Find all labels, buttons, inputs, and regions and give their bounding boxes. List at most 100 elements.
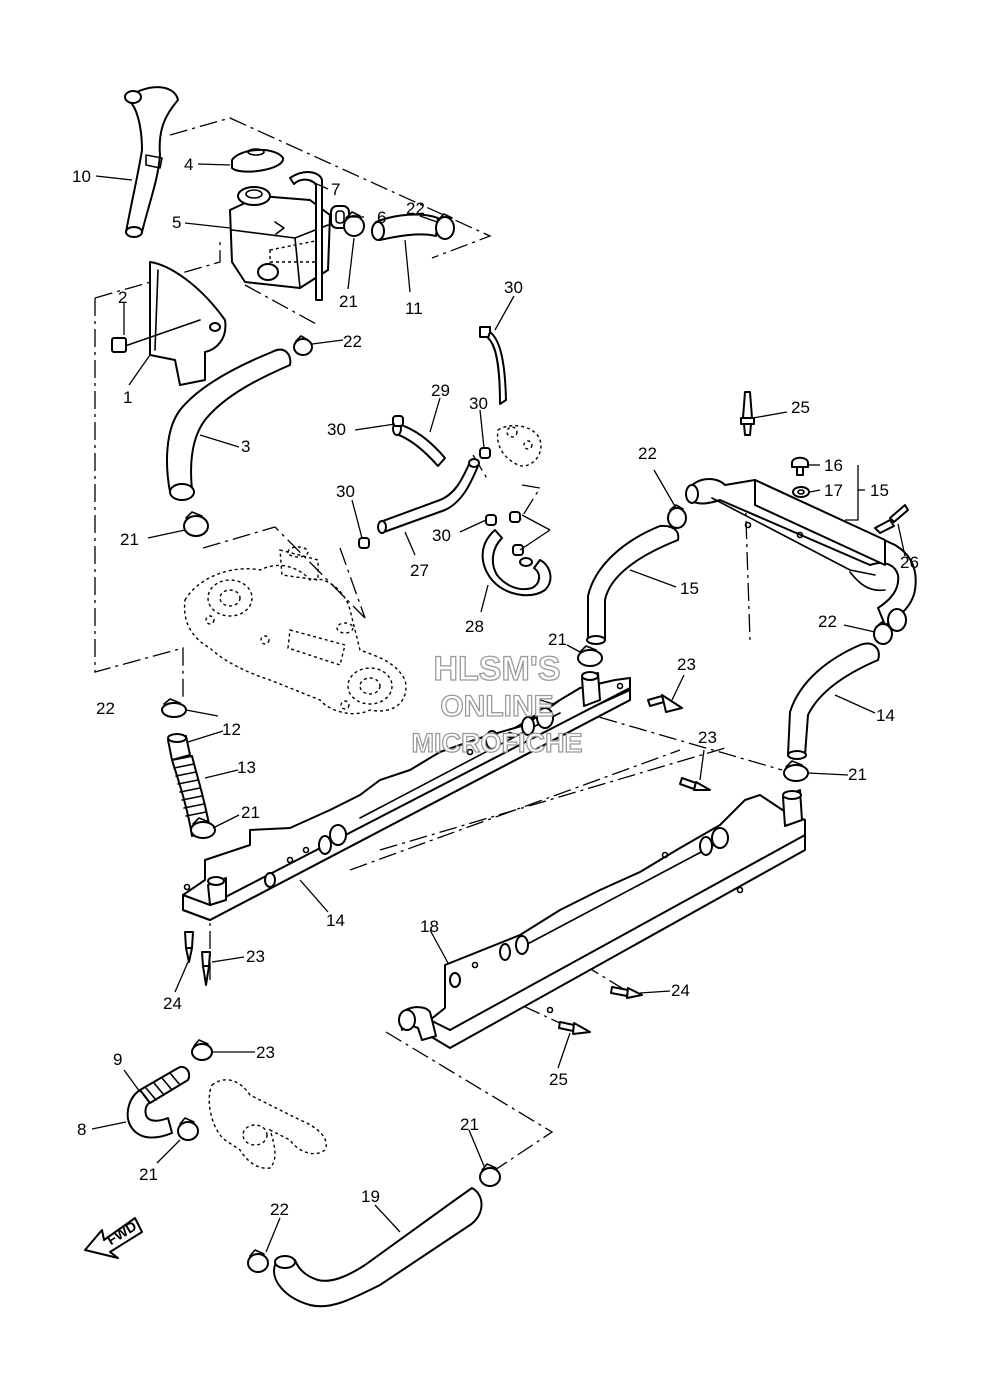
hose-clamp-22-top [435, 213, 455, 240]
callout-21-mid: 21 [548, 630, 567, 649]
callout-15-upper: 15 [680, 579, 699, 598]
fwd-direction-arrow: FWD [84, 1217, 143, 1259]
watermark-line-3: MICROFICHE [412, 728, 583, 758]
callout-21-right: 21 [848, 765, 867, 784]
callout-20: 19 [361, 1187, 380, 1206]
hose-clamp-21-bottom-end [247, 1249, 269, 1273]
hose-clamp-22-mid [293, 335, 313, 356]
elbow-reference-dotted [208, 1079, 327, 1169]
callout-30-b: 30 [469, 394, 488, 413]
rivet-23-mid [679, 777, 711, 791]
callout-26: 27 [410, 561, 429, 580]
callout-5: 5 [172, 213, 181, 232]
heat-exchanger-14 [182, 671, 631, 921]
hose-15-upper [586, 524, 680, 645]
rivet-24-lower [558, 1021, 591, 1035]
callout-19: 18 [420, 917, 439, 936]
rivet-23-left [184, 931, 194, 963]
hose-clamp-21-left-lower [190, 817, 216, 839]
callout-2: 2 [118, 288, 127, 307]
hose-12 [167, 733, 191, 761]
hose-clamp-21-right [783, 760, 809, 782]
heat-exchanger-19 [398, 789, 806, 1049]
watermark: HLSM'S ONLINE MICROFICHE [411, 649, 583, 758]
hose-clamp-22-left [161, 698, 187, 718]
hose-9 [139, 1066, 191, 1104]
callout-22-mid: 22 [343, 332, 362, 351]
cable-tie-29 [479, 326, 507, 405]
hose-3 [166, 348, 292, 501]
assembly-reference-lines [94, 117, 783, 1179]
hose-clamp-22-bottom [191, 1039, 213, 1061]
callout-23-upper: 23 [677, 655, 696, 674]
callout-7: 7 [331, 180, 340, 199]
callout-10: 10 [72, 167, 91, 186]
washer-18 [792, 486, 810, 498]
small-hose-28 [392, 422, 446, 467]
hose-26 [377, 458, 480, 534]
callout-21-bottom-end: 22 [270, 1200, 289, 1219]
callout-24-lower: 25 [549, 1070, 568, 1089]
callout-18: 17 [824, 481, 843, 500]
callout-4: 4 [184, 155, 193, 174]
callout-21-top: 21 [339, 292, 358, 311]
callout-22-right-top: 22 [638, 444, 657, 463]
rivet-24-right [610, 986, 643, 999]
hose-15-lower [787, 642, 880, 760]
callout-24-right: 24 [671, 981, 690, 1000]
hose-clamp-22-right-top [667, 504, 687, 529]
rivet-23-lower [201, 951, 211, 986]
reservoir-cap-4 [231, 148, 284, 173]
callout-numbers: 10 4 5 7 6 22 21 11 2 1 22 3 21 30 29 30… [72, 155, 919, 1219]
callout-23-mid: 23 [698, 728, 717, 747]
rivet-25-vertical [740, 391, 755, 436]
watermark-line-1: HLSM'S [433, 650, 560, 688]
callout-13: 13 [237, 758, 256, 777]
hose-clamp-22-right [873, 621, 893, 645]
callout-11: 11 [405, 299, 423, 318]
callout-22-right: 22 [818, 612, 837, 631]
hose-clamp-21-top [343, 211, 365, 237]
hose-27 [481, 529, 552, 597]
callout-21-bottom-mid: 21 [460, 1115, 479, 1134]
callout-21-bottom-left: 21 [139, 1165, 158, 1184]
rivet-25-diagonal [874, 504, 909, 534]
callout-14: 14 [326, 911, 345, 930]
screw-17 [791, 456, 809, 476]
callout-21-left: 21 [120, 530, 139, 549]
callout-23-lower: 23 [246, 947, 265, 966]
rivet-23-upper [647, 694, 683, 713]
watermark-line-2: ONLINE [440, 690, 553, 723]
callout-28: 29 [431, 381, 450, 400]
hose-clamp-21-bottom-mid [479, 1163, 501, 1187]
callout-30-d: 30 [432, 526, 451, 545]
callout-15-lower: 14 [876, 706, 895, 725]
callout-30-c: 30 [336, 482, 355, 501]
bolt-2 [111, 319, 201, 353]
callout-1: 1 [123, 388, 132, 407]
callout-8: 8 [77, 1120, 86, 1139]
pipe-10 [124, 86, 179, 238]
callout-9: 9 [113, 1050, 122, 1069]
callout-22-top: 22 [406, 199, 425, 218]
callout-22-left: 22 [96, 699, 115, 718]
callout-17: 16 [824, 456, 843, 475]
callout-30-a: 30 [327, 420, 346, 439]
callout-27: 28 [465, 617, 484, 636]
hose-clamp-21-left [183, 511, 209, 537]
callout-21-left-lower: 21 [241, 803, 260, 822]
callout-23-left: 24 [163, 994, 182, 1013]
callout-25-top: 25 [791, 398, 810, 417]
cooling-pipe-16 [685, 478, 917, 632]
callout-16: 15 [870, 481, 889, 500]
hose-clamp-21-mid [577, 645, 603, 667]
hose-8 [126, 1089, 173, 1139]
callout-29: 30 [504, 278, 523, 297]
hose-clamp-21-bottom-left [177, 1117, 199, 1141]
small-clamps-30 [358, 415, 524, 556]
callout-22-bottom: 23 [256, 1043, 275, 1062]
callout-12: 12 [222, 720, 241, 739]
callout-25-right: 26 [900, 553, 919, 572]
fitting-reference-dotted [496, 424, 542, 467]
